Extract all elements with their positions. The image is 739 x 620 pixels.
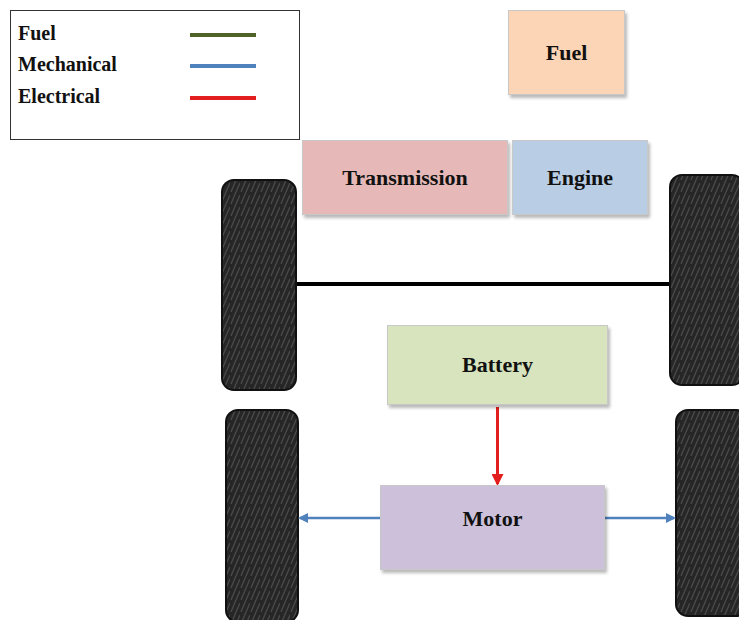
box-label: Motor: [463, 506, 523, 532]
legend-mechanical-line: [190, 64, 256, 68]
box-label: Engine: [547, 165, 613, 191]
tire: [676, 410, 739, 616]
transmission-box: Transmission: [302, 140, 508, 215]
legend-frame: [11, 11, 300, 140]
box-label: Fuel: [546, 40, 588, 66]
legend-electrical-line: [190, 96, 256, 100]
legend-label: Electrical: [18, 85, 100, 108]
box-label: Battery: [462, 352, 533, 378]
tire: [222, 180, 296, 390]
fuel-box: Fuel: [508, 10, 625, 95]
legend-label: Fuel: [18, 22, 56, 45]
tire: [226, 410, 298, 620]
axle: [294, 282, 672, 286]
tire: [670, 175, 739, 385]
mechanical-arrow: [605, 517, 674, 520]
box-label: Transmission: [342, 165, 468, 191]
mechanical-arrow: [300, 517, 380, 520]
motor-box: Motor: [380, 485, 605, 570]
legend-fuel-line: [190, 33, 256, 37]
legend-label: Mechanical: [18, 53, 117, 76]
engine-box: Engine: [512, 140, 648, 215]
battery-box: Battery: [387, 325, 608, 405]
electrical-arrow: [496, 407, 499, 484]
